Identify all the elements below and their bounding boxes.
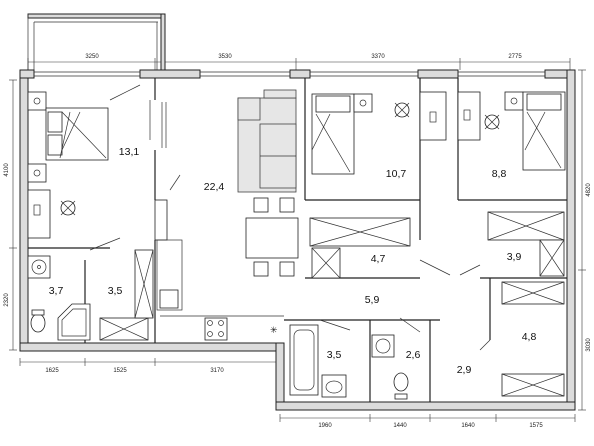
bedroom-furniture xyxy=(27,84,167,239)
inner-walls xyxy=(28,78,567,402)
room-area-bedroom2: 10,7 xyxy=(386,168,407,180)
room-area-wc1: 3,5 xyxy=(108,285,123,297)
dim-bottom-1: 1625 xyxy=(45,368,59,374)
living-furniture: ✳ xyxy=(154,89,299,341)
dim-bottom-5: 1440 xyxy=(393,423,407,429)
room-area-closet1: 4,7 xyxy=(371,253,386,265)
dim-left-2: 2320 xyxy=(4,293,10,307)
dim-top-3: 3370 xyxy=(371,54,385,60)
room-area-wc2: 2,6 xyxy=(406,349,421,361)
dim-right-2: 3030 xyxy=(586,338,592,352)
dim-bottom-2: 1525 xyxy=(113,368,127,374)
dim-top-2: 3530 xyxy=(218,54,232,60)
room-area-living: 22,4 xyxy=(204,181,225,193)
bedroom2-furniture xyxy=(311,91,447,175)
room-area-bath2: 3,5 xyxy=(327,349,342,361)
dim-top-1: 3250 xyxy=(85,54,99,60)
closet1-furniture xyxy=(309,217,481,279)
dimension-lines xyxy=(9,58,586,422)
dim-right-1: 4820 xyxy=(586,183,592,197)
room-area-storage: 4,8 xyxy=(522,331,537,343)
wc2-fixtures xyxy=(371,334,409,400)
bath2-fixtures xyxy=(289,324,347,398)
hall-fixtures xyxy=(319,317,421,333)
room-area-bedroom3: 8,8 xyxy=(492,168,507,180)
dim-bottom-7: 1575 xyxy=(529,423,543,429)
room-area-hall: 5,9 xyxy=(365,294,380,306)
dim-bottom-4: 1960 xyxy=(318,423,332,429)
bath1-fixtures xyxy=(27,237,121,341)
room-area-bedroom: 13,1 xyxy=(119,146,140,158)
room-area-bath1: 3,7 xyxy=(49,285,64,297)
outer-walls xyxy=(19,69,576,411)
dim-top-4: 2775 xyxy=(508,54,522,60)
room-area-corridor: 2,9 xyxy=(457,364,472,376)
wc1-fixtures xyxy=(99,249,154,341)
storage-fixtures xyxy=(479,281,565,397)
dim-bottom-3: 3170 xyxy=(210,368,224,374)
bedroom3-furniture xyxy=(457,91,566,171)
dim-bottom-6: 1640 xyxy=(461,423,475,429)
room-area-closet2: 3,9 xyxy=(507,251,522,263)
svg-text:✳: ✳ xyxy=(270,326,278,336)
closet2-furniture xyxy=(487,211,565,277)
dim-left-1: 4100 xyxy=(4,163,10,177)
balcony xyxy=(27,13,166,75)
